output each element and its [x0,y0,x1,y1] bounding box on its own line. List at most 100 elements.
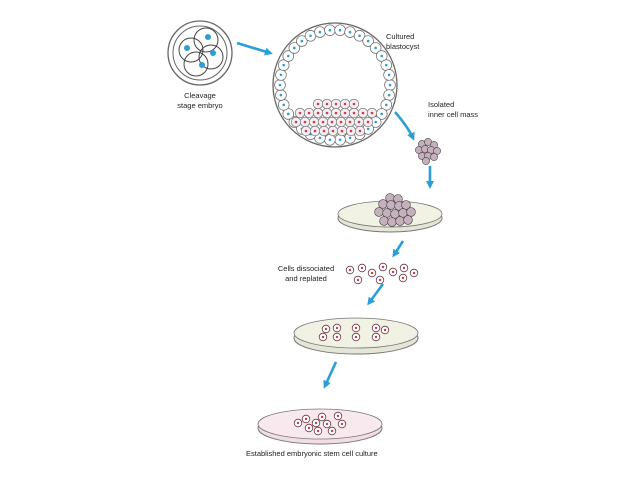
trophoblast-nucleus [318,30,322,34]
cell-nucleus [314,421,318,425]
trophoblast-nucleus [384,63,388,67]
icm-nucleus [313,129,317,133]
cell-nucleus [335,326,339,330]
trophoblast-nucleus [286,54,290,58]
icm-nucleus [357,120,361,124]
cell-nucleus [401,276,405,280]
trophoblast-nucleus [309,34,312,38]
trophoblast-nucleus [380,112,384,116]
icm-nucleus [294,120,298,124]
trophoblast-nucleus [384,103,388,107]
label-dissociated-line2: and replated [285,273,327,283]
icm-nucleus [330,120,334,124]
arrow-dissociated-to-dish [367,283,385,306]
icm-nucleus [348,120,352,124]
trophoblast-nucleus [338,138,342,142]
trophoblast-nucleus [380,54,384,58]
cell-nucleus [354,335,358,339]
icm-nucleus [343,111,347,115]
icm-nucleus [307,111,311,115]
arrow-embryo-to-blastocyst [236,41,273,56]
trophoblast-nucleus [279,93,283,97]
trophoblast-nucleus [279,73,283,77]
colony-cell [382,208,392,218]
colony-cell [403,215,413,225]
cell-nucleus [321,335,325,339]
label-cleavage-embryo: Cleavage stage embryo [162,91,238,110]
arrow-blastocyst-to-icm [394,111,415,141]
trophoblast-nucleus [374,46,377,50]
cell-nucleus [336,414,340,418]
icm-nucleus [352,102,356,106]
icm-nucleus [316,111,320,115]
label-cleavage-line2: stage embryo [177,100,223,110]
icm-nucleus [349,129,353,133]
label-dissociated-line1: Cells dissociated [277,264,335,273]
label-blastocyst-line2: blastocyst [386,41,420,51]
dish-inner-cell-mass [337,193,443,233]
colony-cell [379,216,389,226]
cell-nucleus [325,422,329,426]
label-icm-line2: inner cell mass [428,109,479,119]
trophoblast-nucleus [286,112,290,116]
icm-nucleus [304,129,308,133]
icm-nucleus [370,111,374,115]
cell-nucleus [360,266,364,270]
cell-nucleus [354,326,358,330]
cell-nucleus [402,266,406,270]
trophoblast-nucleus [282,63,286,67]
icm-nucleus [316,102,320,106]
icm-nucleus [334,102,338,106]
cell-nucleus [391,270,395,274]
dish-replated-cells [293,317,419,355]
label-blastocyst: Cultured blastocyst [386,32,419,51]
cell-nucleus [412,271,416,275]
icm-nucleus [322,129,326,133]
cell-nucleus [340,422,344,426]
colony-cell [378,199,388,209]
trophoblast-nucleus [338,28,342,32]
cell-nucleus [348,268,352,272]
trophoblast-nucleus [358,34,361,38]
cell-nucleus [356,278,360,282]
cell-nucleus [335,335,339,339]
dish-stem-cell-culture [257,408,383,445]
cell-nucleus [324,327,328,331]
label-isolated-icm: Isolated inner cell mass [428,100,478,119]
icm-nucleus [334,111,338,115]
trophoblast-nucleus [300,39,304,43]
icm-nucleus [303,120,307,124]
icm-nucleus [366,120,370,124]
icm-nucleus [340,129,344,133]
label-established-culture: Established embryonic stem cell culture [246,449,378,458]
icm-nucleus [298,111,302,115]
cell-nucleus [330,429,334,433]
cleavage-embryo [167,20,233,86]
cell-nucleus [381,265,385,269]
isolated-inner-cell-mass [415,138,441,165]
cell-nucleus [296,421,300,425]
dissociated-cells [345,262,419,285]
label-dissociated: Cells dissociated and replated [268,264,344,283]
blastocyst [272,22,398,148]
colony-cell [395,216,405,226]
trophoblast-nucleus [366,127,370,131]
icm-nucleus [321,120,325,124]
cell-nucleus [374,326,378,330]
icm-nucleus [339,120,343,124]
trophoblast-nucleus [318,136,322,140]
colony-cell [406,207,416,217]
trophoblast-nucleus [282,103,286,107]
icm-cell [430,153,438,161]
trophoblast-nucleus [328,138,332,142]
trophoblast-nucleus [278,83,282,87]
cell-nucleus [320,415,324,419]
label-cleavage-line1: Cleavage [184,91,216,100]
colony-cell [374,207,384,217]
label-icm-line1: Isolated [428,100,455,109]
trophoblast-nucleus [388,83,392,87]
cell-nucleus [383,328,387,332]
cell-nucleus [370,271,374,275]
trophoblast-nucleus [374,120,377,124]
trophoblast-nucleus [366,39,370,43]
